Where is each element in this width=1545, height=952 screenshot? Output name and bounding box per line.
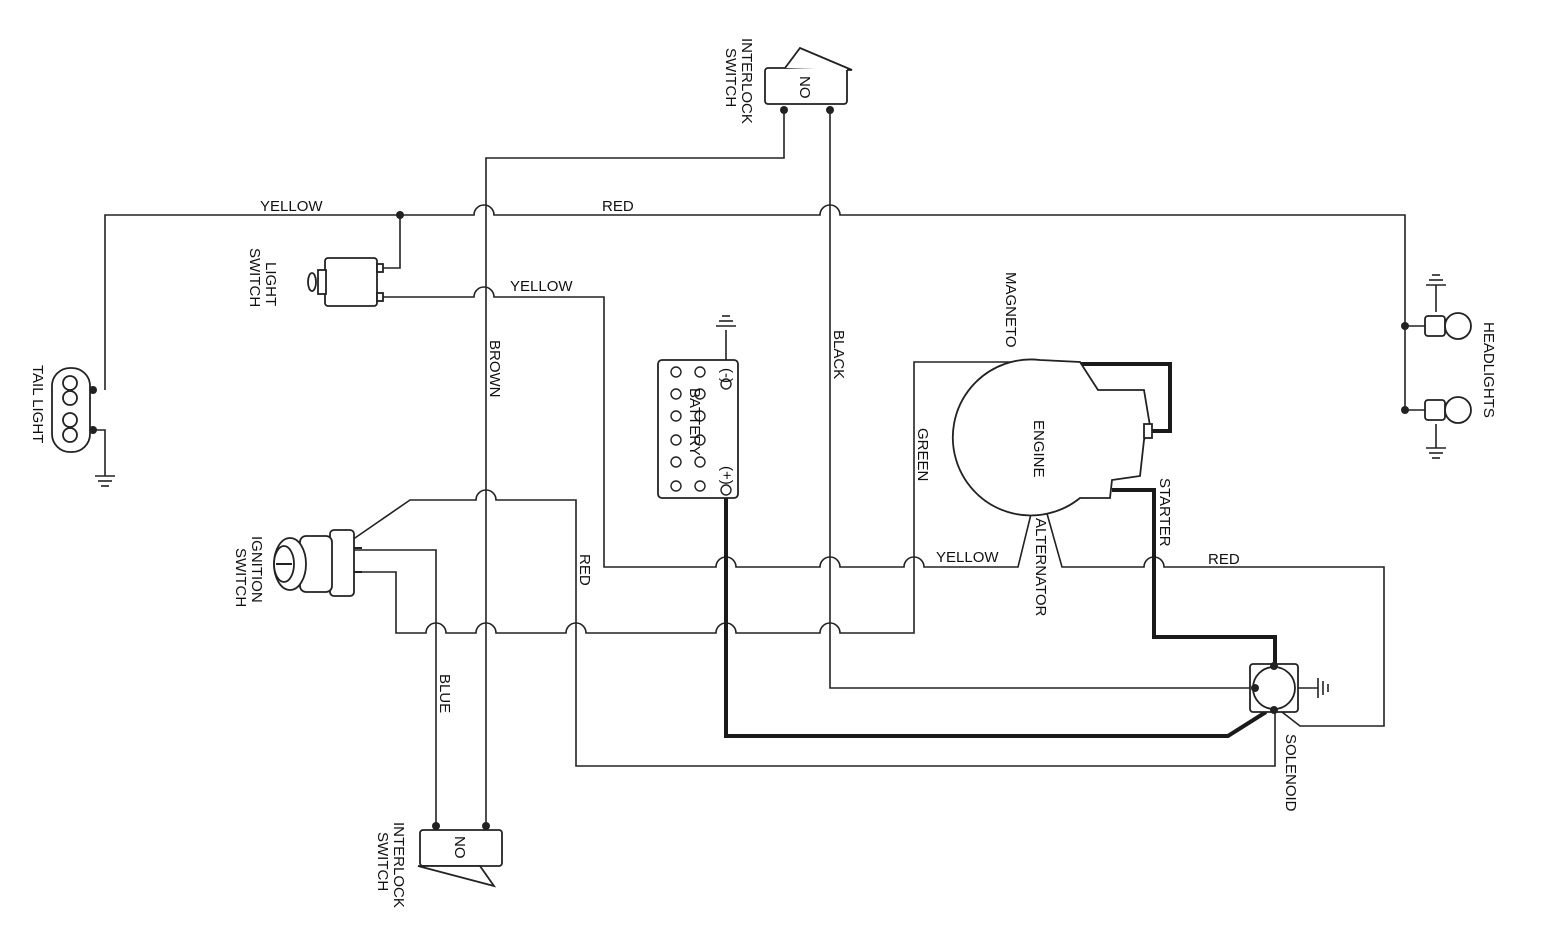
interlock-top-label-1: INTERLOCK xyxy=(738,38,755,124)
wire-lightswitch-top xyxy=(382,215,401,269)
wire-battery-positive xyxy=(724,494,1268,738)
wire-yellow-mid xyxy=(382,286,1033,568)
junction-dots xyxy=(89,211,1409,434)
wires xyxy=(93,110,1437,826)
light-switch-label-1: LIGHT xyxy=(262,262,279,306)
magneto-label: MAGNETO xyxy=(1002,272,1019,348)
wire-label-green: GREEN xyxy=(914,428,931,481)
battery-pos-label: (+) xyxy=(718,466,735,485)
wire-label-red-right: RED xyxy=(1208,551,1240,568)
battery-label: BATTERY xyxy=(686,388,703,456)
interlock-switch-top: NO INTERLOCK SWITCH xyxy=(722,38,853,124)
interlock-bottom-label-1: INTERLOCK xyxy=(390,822,407,908)
wire-black xyxy=(829,110,1255,689)
interlock-switch-bottom: NO INTERLOCK SWITCH xyxy=(374,822,503,908)
wire-label-red-top: RED xyxy=(602,198,634,215)
interlock-bottom-label-2: SWITCH xyxy=(374,832,391,891)
solenoid: SOLENOID xyxy=(1249,662,1318,812)
ignition-switch-label-2: SWITCH xyxy=(232,548,249,607)
tail-light: TAIL LIGHT xyxy=(29,365,91,453)
interlock-top-label-2: SWITCH xyxy=(722,48,739,107)
wire-label-red-lower: RED xyxy=(576,554,593,586)
wire-label-yellow-mid: YELLOW xyxy=(510,278,573,295)
wire-brown xyxy=(485,110,785,826)
wire-label-yellow-top: YELLOW xyxy=(260,198,323,215)
light-switch-label-2: SWITCH xyxy=(246,248,263,307)
interlock-top-state: NO xyxy=(796,76,813,99)
engine: ENGINE xyxy=(951,358,1153,517)
wire-label-starter: STARTER xyxy=(1156,478,1173,547)
wire-red-lower xyxy=(351,489,1276,767)
tail-light-label: TAIL LIGHT xyxy=(29,365,46,443)
wire-blue xyxy=(352,549,437,826)
wire-taillight-ground xyxy=(93,429,106,476)
light-switch: LIGHT SWITCH xyxy=(246,248,384,307)
wire-label-blue: BLUE xyxy=(436,674,453,713)
wire-label-black: BLACK xyxy=(830,330,847,379)
headlights: HEADLIGHTS xyxy=(1424,312,1497,424)
ignition-switch-label-1: IGNITION xyxy=(248,536,265,603)
wire-starter xyxy=(1112,488,1277,664)
wire-alternator-red xyxy=(1045,509,1385,727)
wire-label-brown: BROWN xyxy=(486,340,503,398)
headlight-ground-bottom-icon xyxy=(1426,447,1446,459)
battery-ground-icon xyxy=(716,315,736,327)
headlights-label: HEADLIGHTS xyxy=(1480,322,1497,418)
wire-green xyxy=(355,361,1018,634)
ignition-switch: IGNITION SWITCH xyxy=(232,529,362,607)
headlight-ground-top-icon xyxy=(1426,274,1446,286)
solenoid-label: SOLENOID xyxy=(1282,734,1299,812)
alternator-label: ALTERNATOR xyxy=(1032,518,1049,617)
wire-label-yellow-lower: YELLOW xyxy=(936,549,999,566)
ground-icon xyxy=(95,475,115,487)
interlock-bottom-state: NO xyxy=(451,836,468,859)
battery: (-) (+) BATTERY xyxy=(657,359,739,499)
wire-magneto-loop xyxy=(1080,362,1172,433)
wire-yellow-red-top xyxy=(104,204,1425,411)
engine-label: ENGINE xyxy=(1030,420,1047,478)
solenoid-ground-icon xyxy=(1317,678,1329,698)
battery-neg-label: (-) xyxy=(718,368,735,383)
